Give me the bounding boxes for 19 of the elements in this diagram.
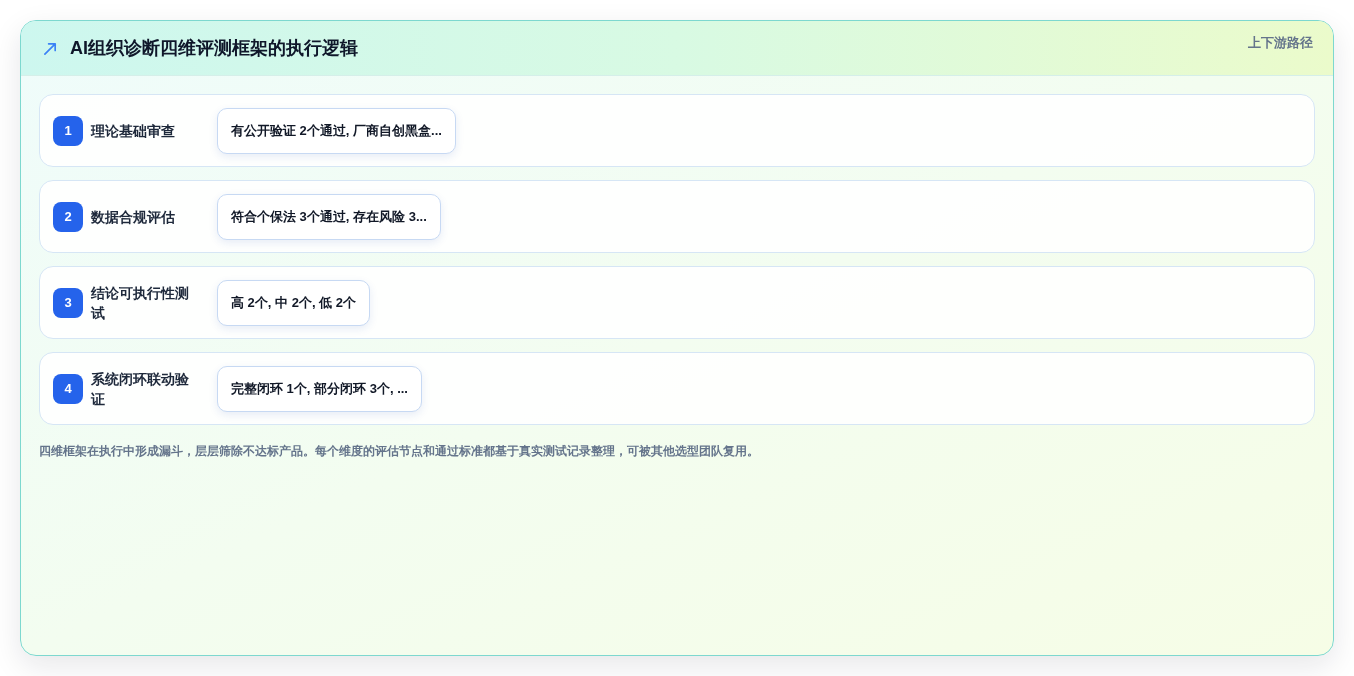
result-summary-chip: 符合个保法 3个通过, 存在风险 3... [217,193,441,240]
header-note: 上下游路径 [1248,34,1313,53]
step-label: 数据合规评估 [91,207,176,227]
result-summary-chip: 完整闭环 1个, 部分闭环 3个, ... [217,365,422,412]
step-row-card [39,352,1315,425]
step-row-card [39,180,1315,253]
step-label: 理论基础审查 [91,121,176,141]
caption-note: 四维框架在执行中形成漏斗，层层筛除不达标产品。每个维度的评估节点和通过标准都基于真实测试记录整理，可被其他选型团队复用。 [39,443,759,460]
diagram-title: AI组织诊断四维评测框架的执行逻辑 [70,36,358,60]
step-label: 结论可执行性测试 [91,283,190,323]
step-number-badge: 1 [53,115,83,146]
step-row-card [39,266,1315,339]
step-label: 系统闭环联动验证 [91,369,190,409]
result-summary-chip: 有公开验证 2个通过, 厂商自创黑盒... [217,107,456,154]
step-row-card [39,94,1315,167]
step-number-badge: 2 [53,201,83,232]
step-number-badge: 3 [53,287,83,318]
result-summary-chip: 高 2个, 中 2个, 低 2个 [217,279,370,326]
step-number-badge: 4 [53,373,83,404]
